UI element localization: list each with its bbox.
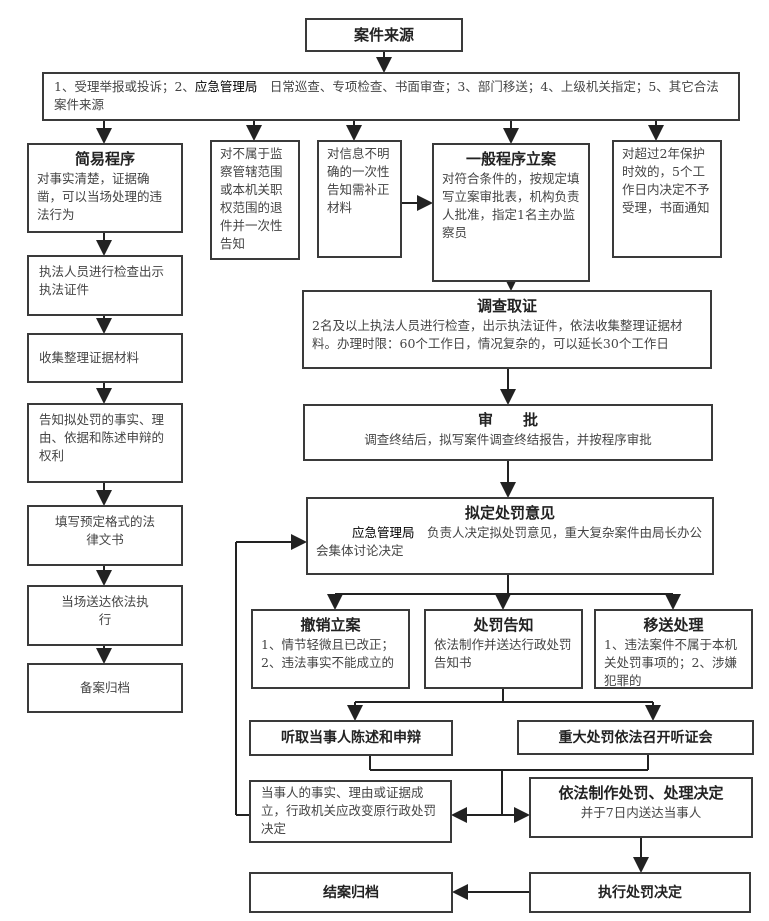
sources-text-pre: 1、受理举报或投诉；2、 bbox=[54, 79, 195, 94]
close-archive-box: 结案归档 bbox=[249, 872, 453, 913]
investigation-text: 2名及以上执法人员进行检查，出示执法证件，依法收集整理证据材料。办理时限：60个… bbox=[312, 318, 683, 351]
unclear-info-box: 对信息不明确的一次性告知需补正材料 bbox=[317, 140, 402, 258]
penalty-decision-box: 依法制作处罚、处理决定 并于7日内送达当事人 bbox=[529, 777, 753, 838]
general-procedure-box: 一般程序立案 对符合条件的，按规定填写立案审批表，机构负责人批准，指定1名主办监… bbox=[432, 143, 590, 282]
penalty-decision-title: 依法制作处罚、处理决定 bbox=[558, 784, 724, 802]
simple-procedure-box: 简易程序 对事实清楚，证据确凿，可以当场处理的违法行为 bbox=[27, 143, 183, 233]
revoke-case-title: 撤销立案 bbox=[300, 616, 361, 634]
expired-box: 对超过2年保护时效的，5个工作日内决定不予受理，书面通知 bbox=[612, 140, 722, 258]
transfer-text: 1、违法案件不属于本机关处罚事项的；2、涉嫌犯罪的 bbox=[604, 637, 737, 688]
revoke-case-box: 撤销立案 1、情节轻微且已改正；2、违法事实不能成立的 bbox=[251, 609, 410, 689]
approval-box: 审 批 调查终结后，拟写案件调查终结报告，并按程序审批 bbox=[303, 404, 713, 461]
out-of-scope-box: 对不属于监察管辖范围或本机关职权范围的退件并一次性告知 bbox=[210, 140, 300, 260]
execute-decision-box: 执行处罚决定 bbox=[529, 872, 751, 913]
case-sources-box: 1、受理举报或投诉；2、应急管理局 日常巡查、专项检查、书面审查；3、部门移送；… bbox=[42, 72, 740, 121]
propose-penalty-text: 负责人决定拟处罚意见，重大复杂案件由局长办公会集体讨论决定 bbox=[316, 525, 703, 558]
transfer-title: 移送处理 bbox=[643, 616, 704, 634]
simple-procedure-title: 简易程序 bbox=[74, 150, 135, 168]
simple-procedure-text: 对事实清楚，证据确凿，可以当场处理的违法行为 bbox=[37, 171, 163, 222]
propose-penalty-box: 拟定处罚意见 应急管理局 负责人决定拟处罚意见，重大复杂案件由局长办公会集体讨论… bbox=[306, 497, 714, 575]
transfer-box: 移送处理 1、违法案件不属于本机关处罚事项的；2、涉嫌犯罪的 bbox=[594, 609, 753, 689]
simple-step-deliver: 当场送达依法执行 bbox=[27, 585, 183, 646]
approval-text: 调查终结后，拟写案件调查终结报告，并按程序审批 bbox=[364, 432, 652, 447]
approval-title: 审 批 bbox=[477, 411, 538, 429]
simple-step-archive: 备案归档 bbox=[27, 663, 183, 713]
penalty-notice-title: 处罚告知 bbox=[473, 616, 534, 634]
general-procedure-text: 对符合条件的，按规定填写立案审批表，机构负责人批准，指定1名主办监察员 bbox=[442, 171, 580, 240]
penalty-decision-text: 并于7日内送达当事人 bbox=[580, 805, 702, 820]
hear-statement-box: 听取当事人陈述和申辩 bbox=[249, 720, 453, 756]
hearing-box: 重大处罚依法召开听证会 bbox=[517, 720, 754, 755]
agency-name: 应急管理局 bbox=[352, 525, 415, 540]
agency-name: 应急管理局 bbox=[194, 79, 258, 94]
simple-step-collect: 收集整理证据材料 bbox=[27, 333, 183, 383]
investigation-box: 调查取证 2名及以上执法人员进行检查，出示执法证件，依法收集整理证据材料。办理时… bbox=[302, 290, 712, 369]
propose-penalty-title: 拟定处罚意见 bbox=[464, 504, 555, 522]
investigation-title: 调查取证 bbox=[476, 297, 537, 315]
simple-step-inspect: 执法人员进行检查出示执法证件 bbox=[27, 255, 183, 316]
sources-text-post: 日常巡查、专项检查、书面审查；3、部门移送；4、上级机关指定；5、其它合法案件来… bbox=[54, 79, 719, 112]
case-source-box: 案件来源 bbox=[305, 18, 463, 52]
penalty-notice-text: 依法制作并送达行政处罚告知书 bbox=[434, 637, 572, 670]
simple-step-document: 填写预定格式的法律文书 bbox=[27, 505, 183, 566]
change-decision-box: 当事人的事实、理由或证据成立，行政机关应改变原行政处罚决定 bbox=[249, 780, 452, 843]
general-procedure-title: 一般程序立案 bbox=[465, 150, 556, 168]
simple-step-inform: 告知拟处罚的事实、理由、依据和陈述申辩的权利 bbox=[27, 403, 183, 483]
penalty-notice-box: 处罚告知 依法制作并送达行政处罚告知书 bbox=[424, 609, 583, 689]
revoke-case-text: 1、情节轻微且已改正；2、违法事实不能成立的 bbox=[261, 637, 394, 670]
